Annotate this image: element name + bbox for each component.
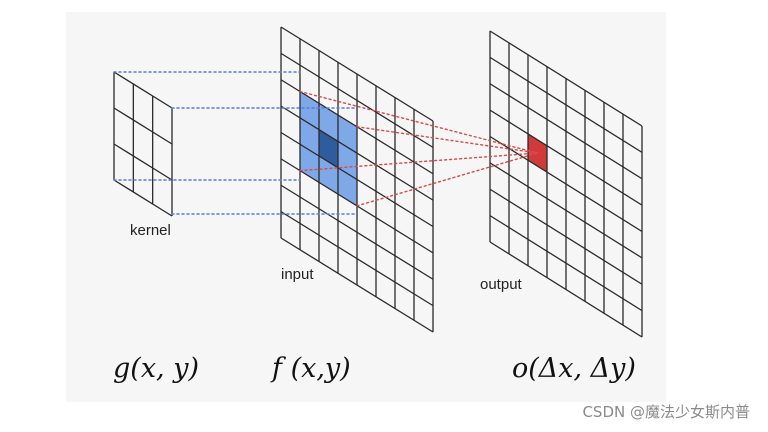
output-guide-0 [299, 90, 539, 154]
projection-guides [113, 71, 539, 215]
kernel-formula: g(x, y) [113, 353, 199, 384]
kernel-grid-row-line [113, 179, 173, 217]
input-label: input [281, 266, 314, 283]
output-guide-3 [356, 152, 539, 207]
input-grid [280, 26, 434, 333]
output-grid [489, 30, 643, 338]
kernel-label: kernel [130, 222, 171, 239]
kernel-grid-row-line [113, 107, 173, 145]
output-guide-2 [299, 152, 539, 172]
output-label: output [480, 276, 522, 293]
output-formula: o(Δx, Δy) [512, 353, 636, 384]
kernel-grid-row-line [113, 71, 173, 109]
input-formula: f (x,y) [272, 353, 351, 384]
watermark-text: CSDN @魔法少女斯内普 [582, 403, 750, 421]
output-guide-1 [356, 126, 539, 154]
kernel-grid-row-line [113, 143, 173, 181]
kernel-grid [113, 71, 173, 217]
